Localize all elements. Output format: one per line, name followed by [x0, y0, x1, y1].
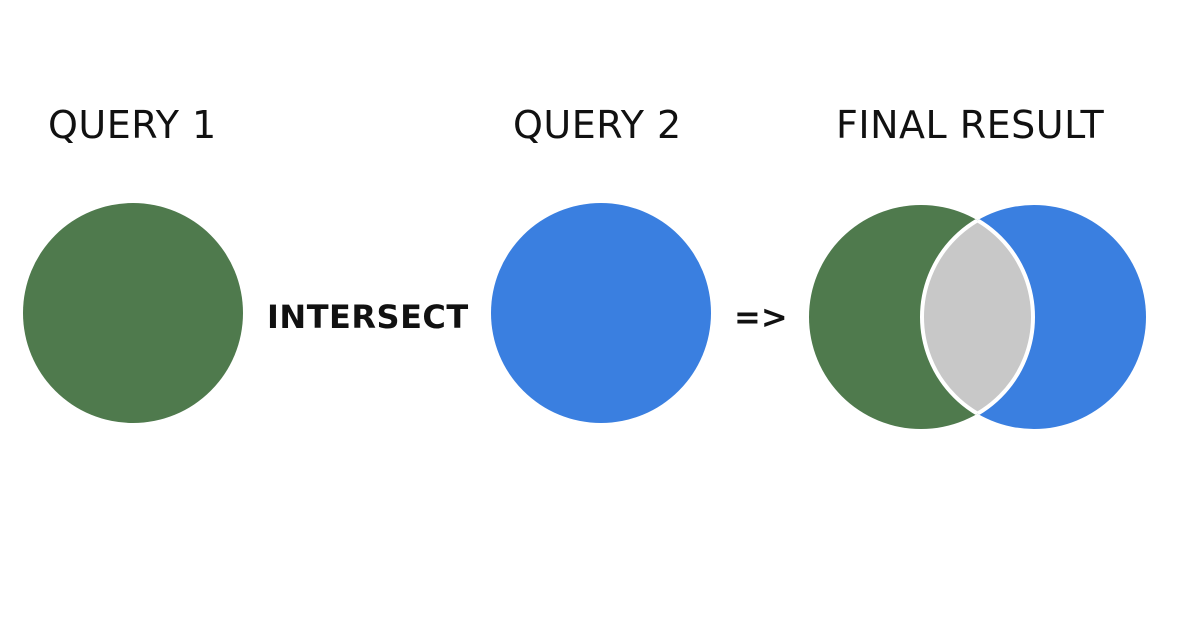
intersect-operator: INTERSECT	[267, 298, 469, 336]
intersection-outline-right	[920, 205, 1033, 429]
final-result-title: FINAL RESULT	[836, 103, 1105, 147]
result-arrow: =>	[734, 298, 788, 336]
intersection-outline-left	[922, 205, 1035, 429]
intersection-region	[922, 205, 1033, 429]
query2-circle	[491, 203, 711, 423]
query1-circle	[23, 203, 243, 423]
query2-title: QUERY 2	[513, 103, 682, 147]
query1-title: QUERY 1	[48, 103, 217, 147]
